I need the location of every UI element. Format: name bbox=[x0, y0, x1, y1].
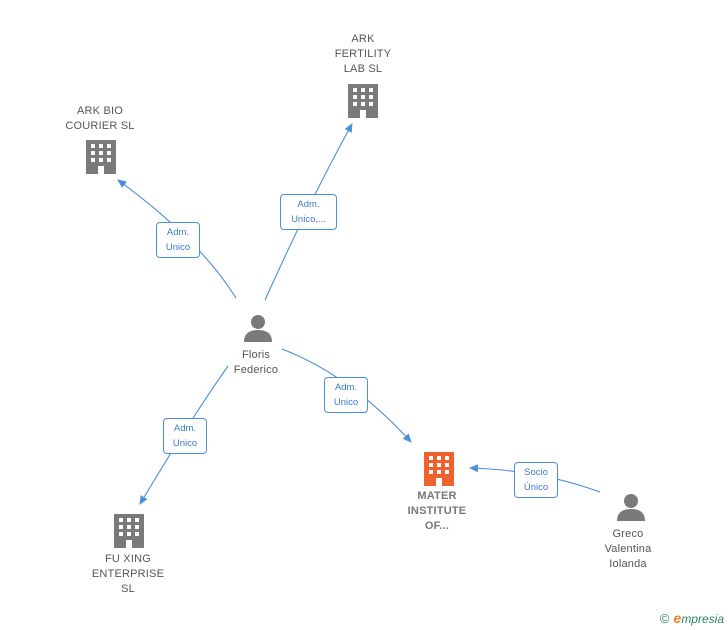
node-greco-label[interactable]: Greco Valentina Iolanda bbox=[604, 528, 652, 570]
person-icon bbox=[244, 315, 272, 342]
node-ark-bio-label[interactable]: ARK BIO COURIER SL bbox=[65, 105, 135, 132]
node-ark-fertility-label[interactable]: ARK FERTILITY LAB SL bbox=[334, 33, 392, 75]
node-fu-xing-label[interactable]: FU XING ENTERPRISE SL bbox=[91, 553, 165, 595]
brand-name: mpresia bbox=[681, 612, 724, 626]
node-mater-label[interactable]: MATER INSTITUTE OF... bbox=[407, 490, 467, 532]
edge-label-fu-xing: Adm. Unico bbox=[163, 418, 207, 454]
edge-label-ark-bio: Adm. Unico bbox=[156, 222, 200, 258]
empresia-logo[interactable]: ©empresia bbox=[660, 610, 724, 626]
building-icon bbox=[86, 140, 116, 174]
node-floris-label[interactable]: Floris Federico bbox=[233, 349, 279, 376]
edge-label-mater: Adm. Unico bbox=[324, 377, 368, 413]
edge-label-greco: Socio Único bbox=[514, 462, 558, 498]
copyright-symbol: © bbox=[659, 611, 670, 626]
building-icon bbox=[114, 514, 144, 548]
building-icon bbox=[348, 84, 378, 118]
edge-label-ark-fertility: Adm. Unico,... bbox=[280, 194, 337, 230]
brand-initial: e bbox=[673, 610, 682, 626]
person-icon bbox=[617, 494, 645, 521]
building-icon-highlighted bbox=[424, 452, 454, 486]
